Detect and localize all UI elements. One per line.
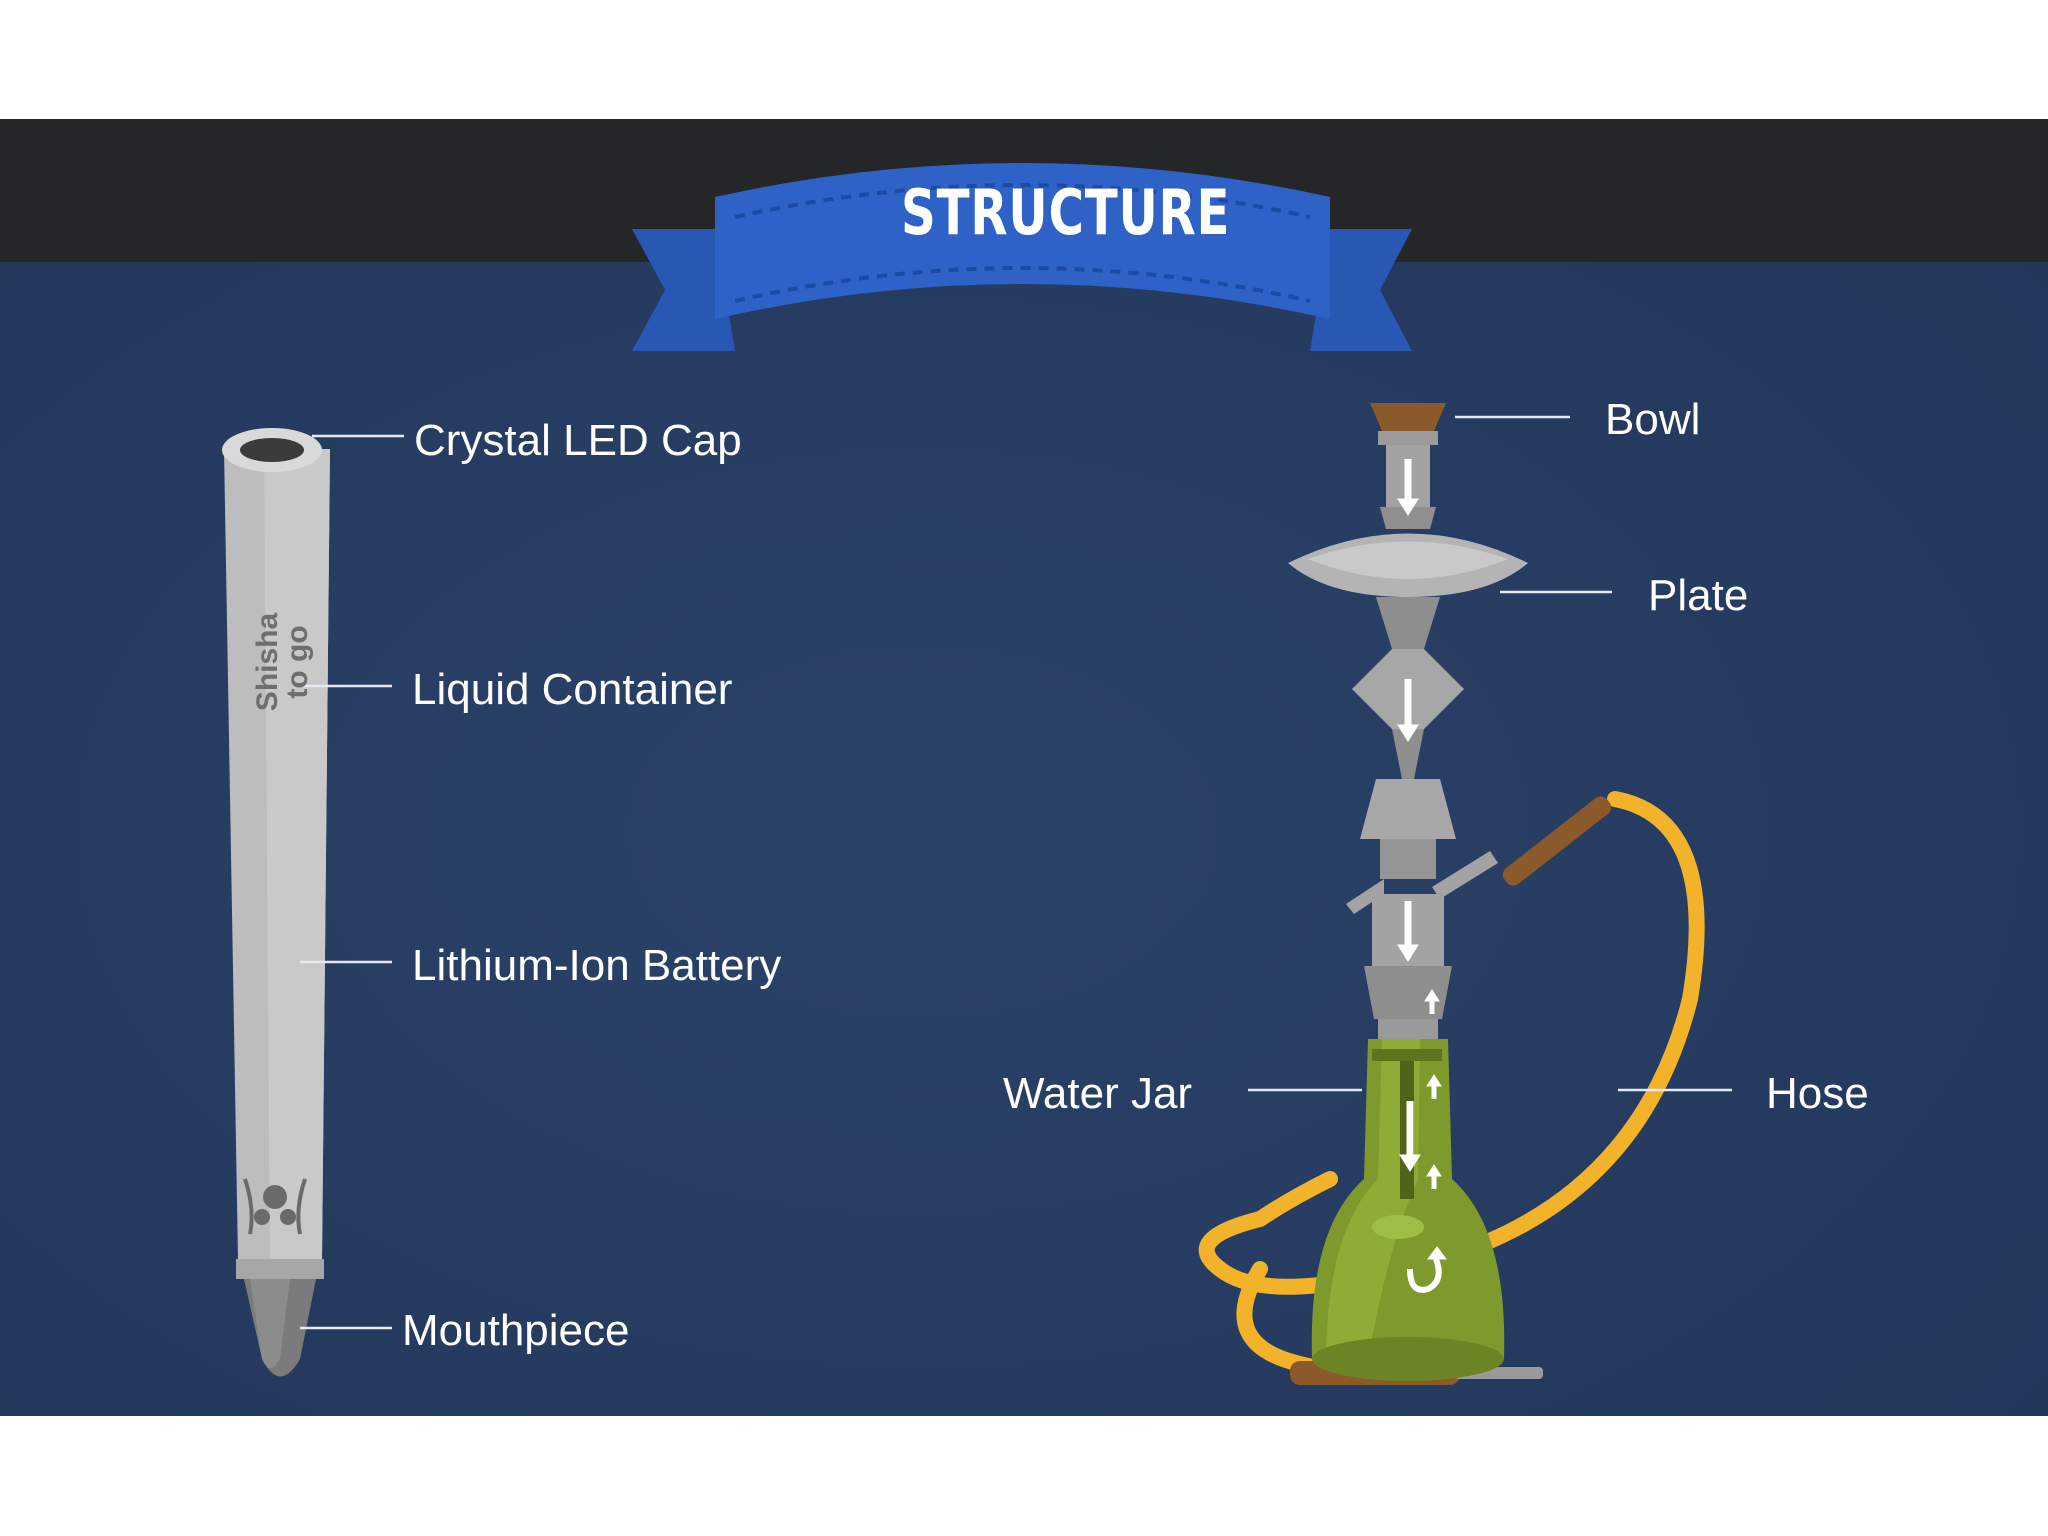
label-mouthpiece: Mouthpiece: [402, 1306, 630, 1355]
label-bowl: Bowl: [1605, 395, 1701, 444]
pen-leader-lines: [300, 434, 404, 1330]
ribbon-main: [715, 163, 1330, 319]
device-illustrations: [222, 403, 1732, 1385]
ribbon-banner: [632, 163, 1412, 351]
label-crystal-led-cap: Crystal LED Cap: [414, 416, 742, 465]
pen-ornament: [243, 1178, 307, 1235]
label-lithium-ion-battery: Lithium-Ion Battery: [412, 941, 782, 990]
label-water-jar: Water Jar: [1003, 1069, 1193, 1118]
ribbon-right-tail: [1310, 229, 1412, 351]
hookah: [1198, 403, 1705, 1385]
hookah-leader-lines: [1248, 415, 1732, 1092]
label-plate: Plate: [1648, 571, 1749, 620]
infographic-canvas: STRUCTURE: [0, 119, 2048, 1416]
label-liquid-container: Liquid Container: [412, 665, 733, 714]
pen-brand-text: Shisha to go: [251, 612, 314, 712]
ehookah-pen: [222, 428, 330, 1377]
ribbon-left-tail: [632, 229, 735, 351]
hookah-bowl: [1370, 403, 1446, 431]
flow-arrows: [1397, 459, 1447, 1293]
label-hose: Hose: [1766, 1069, 1869, 1118]
